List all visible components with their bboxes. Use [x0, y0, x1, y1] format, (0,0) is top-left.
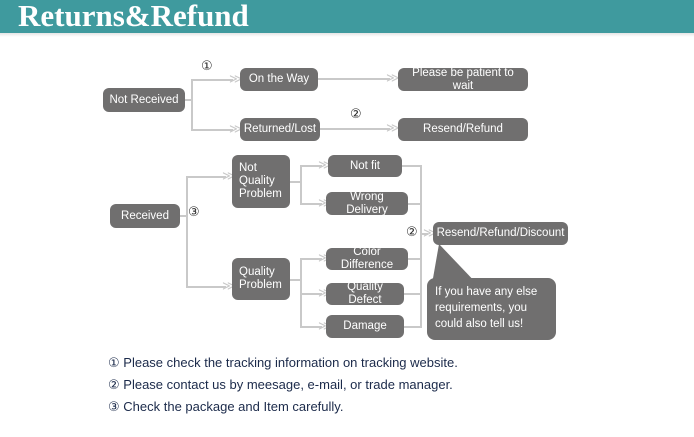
connector-quality-out	[290, 279, 302, 281]
node-quality-problem: Quality Problem	[232, 258, 290, 300]
arrow-to-please-wait-icon: ≫	[386, 71, 400, 86]
page-title: Returns&Refund	[18, 0, 249, 33]
note-item: ① Please check the tracking information …	[108, 352, 668, 374]
node-resend-refund-discount: Resend/Refund/Discount	[433, 222, 568, 245]
connector-color-difference-right	[408, 258, 422, 260]
connector-merge-rail	[420, 165, 422, 326]
connector-on-the-way-out	[318, 78, 390, 80]
connector-not-received-out	[185, 99, 193, 101]
arrow-to-returned-lost-icon: ≫	[229, 122, 243, 137]
note-number: ②	[108, 378, 120, 393]
connector-wrong-delivery-right	[408, 203, 422, 205]
connector-split-vertical	[191, 79, 193, 131]
node-not-received: Not Received	[103, 88, 185, 112]
connector-not-quality-split	[300, 165, 302, 203]
connector-to-on-the-way	[191, 79, 233, 81]
connector-to-damage	[300, 326, 322, 328]
connector-returned-lost-out	[320, 128, 390, 130]
note-item: ② Please contact us by meesage, e-mail, …	[108, 374, 668, 396]
node-color-difference: Color Difference	[326, 246, 408, 271]
marker-1: ①	[201, 59, 213, 74]
note-text: Check the package and Item carefully.	[123, 399, 344, 414]
banner-shadow	[0, 33, 694, 37]
connector-not-fit-right	[402, 165, 422, 167]
connector-received-split-vertical	[186, 176, 188, 288]
connector-to-wrong-delivery	[300, 203, 322, 205]
connector-quality-defect-right	[404, 293, 422, 295]
connector-merge-to-discount	[420, 233, 428, 235]
arrow-to-resend-refund-icon: ≫	[386, 121, 400, 136]
connector-to-returned-lost	[191, 129, 233, 131]
connector-to-not-quality	[186, 176, 226, 178]
connector-to-quality	[186, 286, 226, 288]
node-wrong-delivery: Wrong Delivery	[326, 191, 408, 216]
note-item: ③ Check the package and Item carefully.	[108, 396, 668, 418]
connector-to-quality-defect	[300, 293, 322, 295]
note-text: Please check the tracking information on…	[123, 355, 458, 370]
connector-to-not-fit	[300, 165, 322, 167]
header-banner: Returns&Refund	[0, 0, 694, 33]
marker-2-top: ②	[350, 107, 362, 122]
node-received: Received	[110, 204, 180, 228]
node-damage: Damage	[326, 315, 404, 338]
marker-3: ③	[188, 205, 200, 220]
marker-2-bottom: ②	[406, 225, 418, 240]
connector-damage-right	[404, 326, 422, 328]
node-on-the-way: On the Way	[240, 68, 318, 91]
connector-to-color-difference	[300, 258, 322, 260]
bubble-extra-requirements: If you have any else requirements, you c…	[427, 278, 556, 340]
note-text: Please contact us by meesage, e-mail, or…	[123, 377, 453, 392]
node-not-quality-problem: Not Quality Problem	[232, 155, 290, 208]
node-resend-refund: Resend/Refund	[398, 118, 528, 141]
node-quality-defect: Quality Defect	[326, 281, 404, 306]
footer-notes: ① Please check the tracking information …	[108, 352, 668, 418]
bubble-tail-icon	[432, 244, 479, 286]
node-please-be-patient: Please be patient to wait	[398, 67, 528, 92]
connector-not-quality-out	[290, 181, 302, 183]
note-number: ③	[108, 400, 120, 415]
node-not-fit: Not fit	[328, 155, 402, 177]
arrow-to-on-the-way-icon: ≫	[229, 72, 243, 87]
note-number: ①	[108, 356, 120, 371]
node-returned-lost: Returned/Lost	[240, 118, 320, 141]
connector-received-out	[180, 215, 188, 217]
